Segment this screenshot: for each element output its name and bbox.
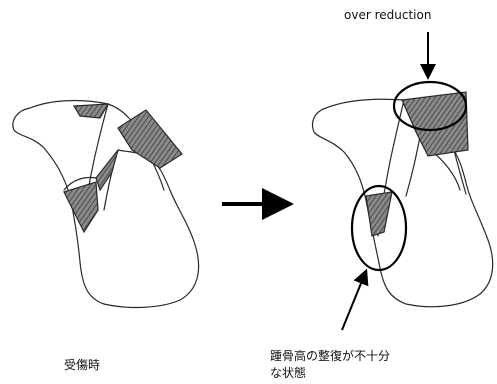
note-line-2: な状態 [270,365,390,382]
insufficient-reduction-pointer [342,276,364,330]
at-injury-label: 受傷時 [64,358,100,373]
over-reduction-label: over reduction [344,8,431,23]
note-line-1: 踵骨高の整復が不十分 [270,348,390,365]
fracture-fragments-reduced [366,92,468,236]
calcaneus-injury-sketch [13,101,199,308]
insufficient-reduction-note: 踵骨高の整復が不十分 な状態 [270,348,390,382]
fracture-fragments-injury [64,104,182,232]
